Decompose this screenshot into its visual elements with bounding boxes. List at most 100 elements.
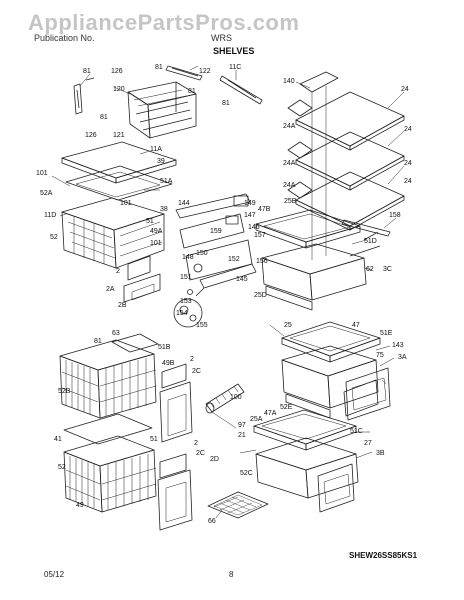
callout-66: 66 bbox=[208, 518, 216, 525]
callout-24a: 24A bbox=[283, 160, 296, 167]
callout-51: 51 bbox=[150, 436, 158, 443]
rail-122 bbox=[166, 66, 202, 80]
shelf-stack-24 bbox=[288, 72, 404, 260]
wire-basket-49 bbox=[64, 436, 156, 512]
callout-3a: 3A bbox=[398, 354, 407, 361]
callout-51b: 51B bbox=[158, 344, 171, 351]
callout-81: 81 bbox=[94, 338, 102, 345]
callout-52a: 52A bbox=[40, 190, 53, 197]
callout-157: 157 bbox=[254, 232, 266, 239]
callout-21: 21 bbox=[238, 432, 246, 439]
wire-basket-120 bbox=[128, 82, 196, 138]
section-title: SHELVES bbox=[213, 46, 255, 56]
callout-49: 49 bbox=[76, 502, 84, 509]
callout-3c: 3C bbox=[383, 266, 392, 273]
callout-38: 38 bbox=[160, 206, 168, 213]
callout-101: 101 bbox=[150, 240, 162, 247]
callout-11d: 11D bbox=[44, 212, 57, 219]
drawer-front-3a bbox=[346, 368, 390, 420]
callout-81: 81 bbox=[188, 88, 196, 95]
watermark-text: AppliancePartsPros.com bbox=[28, 10, 300, 35]
drawing-reference-code: SHEW26SS85KS1 bbox=[349, 551, 418, 560]
callout-63: 63 bbox=[112, 330, 120, 337]
callout-143: 143 bbox=[392, 342, 404, 349]
callout-2d: 2D bbox=[210, 456, 219, 463]
callout-147: 147 bbox=[244, 212, 256, 219]
callout-52e: 52E bbox=[280, 404, 293, 411]
callout-151: 151 bbox=[180, 274, 192, 281]
callout-2b: 2B bbox=[118, 302, 127, 309]
callout-144: 144 bbox=[178, 200, 190, 207]
rail-158 bbox=[342, 220, 390, 236]
callout-159: 159 bbox=[210, 228, 222, 235]
callout-24: 24 bbox=[404, 178, 412, 185]
callout-51c: 51C bbox=[350, 428, 363, 435]
callout-49a: 49A bbox=[150, 228, 163, 235]
callout-154: 154 bbox=[176, 310, 188, 317]
callout-11a: 11A bbox=[150, 146, 162, 153]
callout-97: 97 bbox=[238, 422, 246, 429]
callout-149: 149 bbox=[244, 200, 256, 207]
callout-2: 2 bbox=[194, 440, 198, 447]
detail-circle-153 bbox=[174, 288, 204, 327]
callout-2a: 2A bbox=[106, 286, 115, 293]
callout-100: 100 bbox=[230, 394, 242, 401]
callout-25b: 25B bbox=[284, 198, 297, 205]
callout-2c: 2C bbox=[196, 450, 205, 457]
callout-158: 158 bbox=[389, 212, 401, 219]
callout-25d: 25D bbox=[254, 292, 267, 299]
callout-24: 24 bbox=[401, 86, 409, 93]
callout-27: 27 bbox=[364, 440, 372, 447]
crisper-basket-52 bbox=[62, 198, 164, 268]
callout-51e: 51E bbox=[380, 330, 393, 337]
callout-24a: 24A bbox=[283, 182, 296, 189]
callout-25: 25 bbox=[284, 322, 292, 329]
callout-3b: 3B bbox=[376, 450, 385, 457]
callout-126: 126 bbox=[111, 68, 123, 75]
divider-41 bbox=[64, 414, 152, 444]
callout-62: 62 bbox=[366, 266, 374, 273]
glass-shelf-11a bbox=[62, 142, 176, 183]
glass-shelf-47b bbox=[256, 210, 360, 248]
callout-24: 24 bbox=[404, 126, 412, 133]
callout-11c: 11C bbox=[229, 64, 242, 71]
crisper-drawer-25d bbox=[262, 232, 380, 310]
callout-101: 101 bbox=[36, 170, 48, 177]
callout-101: 101 bbox=[120, 200, 132, 207]
callout-122: 122 bbox=[199, 68, 211, 75]
callout-49b: 49B bbox=[162, 360, 175, 367]
callout-2c: 2C bbox=[192, 368, 201, 375]
callout-2: 2 bbox=[190, 356, 194, 363]
callout-47a: 47A bbox=[264, 410, 277, 417]
footer-date: 05/12 bbox=[44, 570, 65, 579]
callout-51a: 51A bbox=[160, 178, 173, 185]
callout-155: 155 bbox=[196, 322, 208, 329]
callout-148: 148 bbox=[182, 254, 194, 261]
callout-153: 153 bbox=[180, 298, 192, 305]
callout-150: 150 bbox=[196, 250, 208, 257]
callout-81: 81 bbox=[155, 64, 163, 71]
callout-51d: 51D bbox=[364, 238, 377, 245]
callout-81: 81 bbox=[222, 100, 230, 107]
callout-152: 152 bbox=[228, 256, 240, 263]
callout-126: 126 bbox=[85, 132, 97, 139]
footer-page-number: 8 bbox=[229, 570, 234, 579]
drawer-52c bbox=[256, 438, 358, 512]
frame-51a bbox=[66, 166, 172, 200]
callout-52c: 52C bbox=[240, 470, 253, 477]
bracket-81-126 bbox=[74, 78, 94, 114]
glass-shelf-47 bbox=[282, 322, 380, 362]
model-label: WRS bbox=[211, 33, 232, 43]
callout-47b: 47B bbox=[258, 206, 271, 213]
callout-25a: 25A bbox=[250, 416, 263, 423]
leader-lines bbox=[52, 66, 404, 518]
publication-label: Publication No. bbox=[34, 33, 95, 43]
rail-11c bbox=[220, 76, 262, 104]
callout-39: 39 bbox=[157, 158, 165, 165]
callout-121: 121 bbox=[113, 132, 125, 139]
callout-52b: 52B bbox=[58, 388, 71, 395]
callout-145: 145 bbox=[236, 276, 248, 283]
callout-47: 47 bbox=[352, 322, 360, 329]
